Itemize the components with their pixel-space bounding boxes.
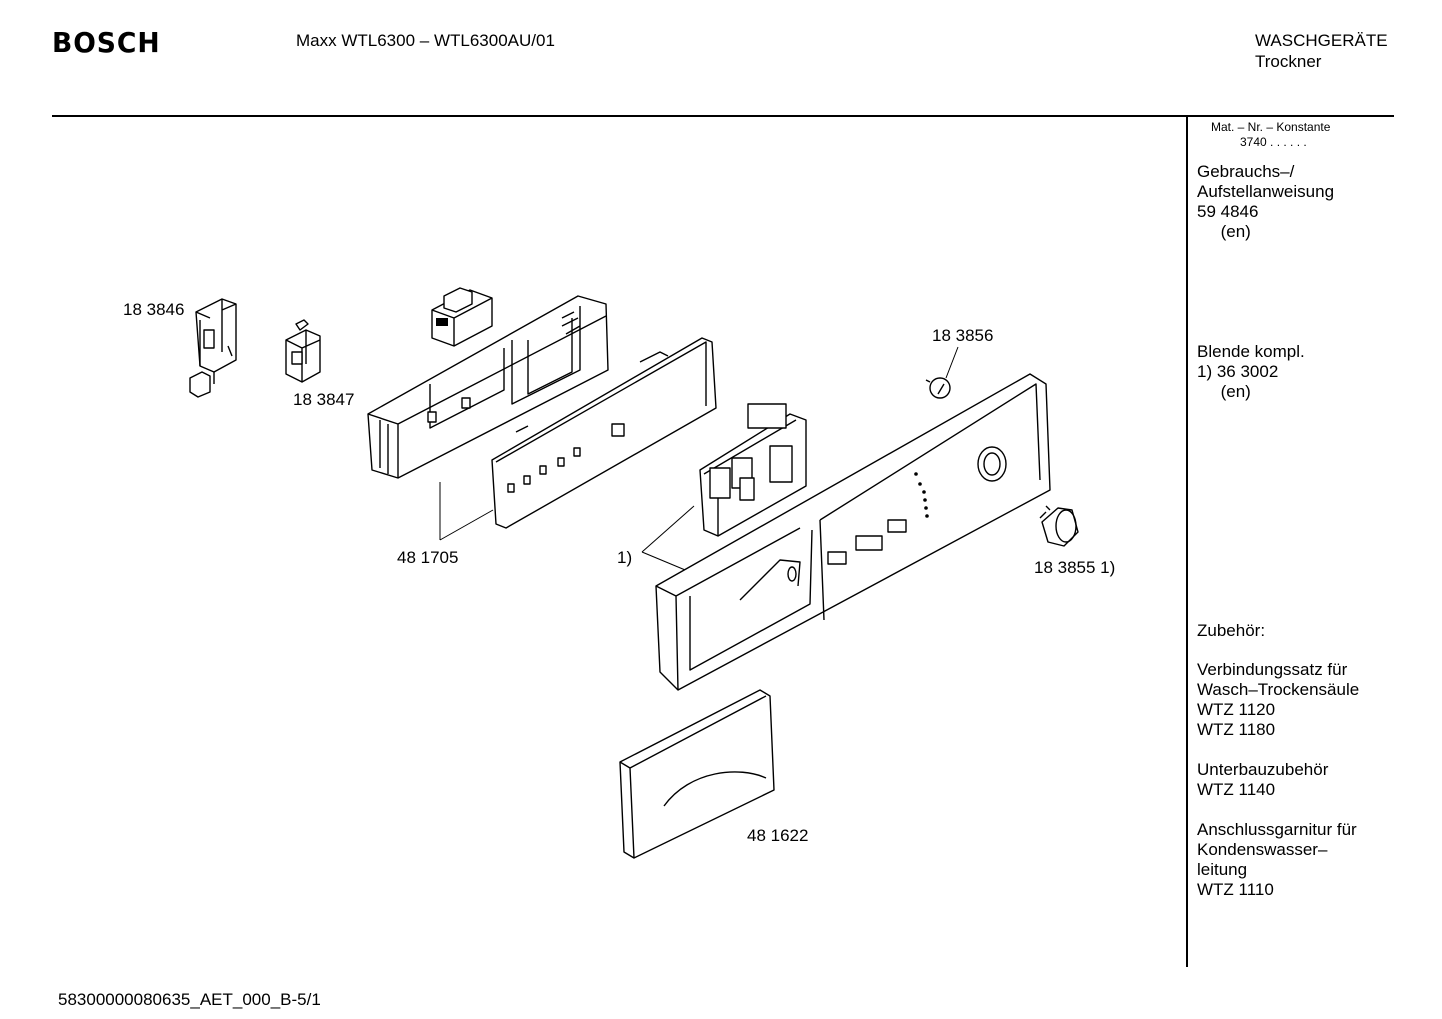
accessory-line: WTZ 1140 — [1197, 780, 1276, 799]
part-183847-drawing — [285, 319, 321, 383]
switch-block-drawing — [431, 287, 493, 347]
accessory-line: leitung — [1197, 860, 1248, 879]
accessory-line: Wasch–Trockensäule — [1197, 680, 1360, 699]
part-label: 18 3847 — [293, 390, 355, 409]
leader-line-183856 — [945, 346, 959, 379]
accessory-line: Unterbauzubehör — [1197, 760, 1329, 779]
accessory-line: WTZ 1110 — [1197, 880, 1274, 899]
accessories-title: Zubehör: — [1197, 621, 1266, 640]
accessory-line: WTZ 1180 — [1197, 720, 1276, 739]
part-481705-frame-drawing — [367, 295, 609, 479]
mat-number-label: Mat. – Nr. – Konstante — [1211, 120, 1331, 134]
mat-number-value: 3740 . . . . . . — [1240, 135, 1307, 149]
leader-line-1 — [641, 551, 691, 573]
exploded-parts-diagram — [189, 287, 1079, 859]
category-subtitle: Trockner — [1255, 52, 1322, 71]
accessory-line: Anschlussgarnitur für — [1197, 820, 1357, 839]
model-title: Maxx WTL6300 – WTL6300AU/01 — [296, 31, 555, 50]
control-panel-drawing — [655, 373, 1051, 691]
part-label: 48 1622 — [747, 826, 809, 845]
panel-line: (en) — [1197, 382, 1251, 401]
part-label: 18 3846 — [123, 300, 185, 319]
accessory-line: WTZ 1120 — [1197, 700, 1276, 719]
part-481705-board-drawing — [491, 337, 717, 529]
part-label: 1) — [617, 548, 633, 567]
button-module-drawing — [699, 403, 807, 537]
accessory-line: Kondenswasser– — [1197, 840, 1328, 859]
part-label: 18 3855 1) — [1034, 558, 1116, 577]
header-divider — [52, 115, 1394, 117]
accessory-block: Anschlussgarnitur für Kondenswasser– lei… — [1197, 820, 1357, 900]
manual-line: Gebrauchs–/ — [1197, 162, 1295, 181]
panel-line: Blende kompl. — [1197, 342, 1305, 361]
panel-line: 1) 36 3002 — [1197, 362, 1279, 381]
part-label: 18 3856 — [932, 326, 994, 345]
accessory-line: Verbindungssatz für — [1197, 660, 1348, 679]
sidebar-divider — [1186, 117, 1188, 967]
brand-logo: BOSCH — [52, 26, 161, 59]
accessory-block: Verbindungssatz für Wasch–Trockensäule W… — [1197, 660, 1359, 740]
document-id: 58300000080635_AET_000_B-5/1 — [58, 990, 321, 1009]
manual-line: Aufstellanweisung — [1197, 182, 1335, 201]
manual-line: (en) — [1197, 222, 1251, 241]
part-183855-drawing — [1039, 505, 1079, 547]
leader-line-1 — [641, 505, 695, 553]
panel-block: Blende kompl. 1) 36 3002 (en) — [1197, 342, 1305, 402]
category-title: WASCHGERÄTE — [1255, 31, 1388, 50]
leader-line-481705 — [439, 509, 494, 541]
part-label: 48 1705 — [397, 548, 459, 567]
part-183856-drawing — [925, 377, 951, 399]
accessory-block: Unterbauzubehör WTZ 1140 — [1197, 760, 1328, 800]
manual-line: 59 4846 — [1197, 202, 1259, 221]
part-183846-drawing — [189, 298, 237, 398]
manual-block: Gebrauchs–/ Aufstellanweisung 59 4846 (e… — [1197, 162, 1334, 242]
part-481622-drawing — [619, 689, 775, 859]
